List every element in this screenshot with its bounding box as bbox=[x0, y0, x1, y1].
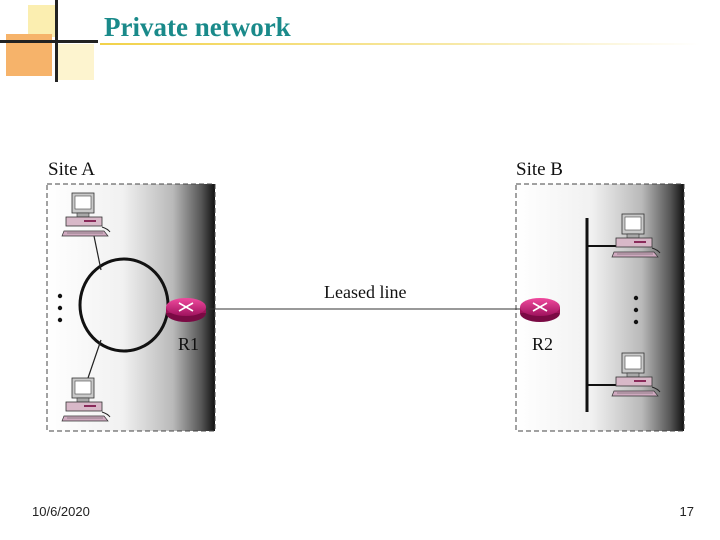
router-icon bbox=[519, 297, 561, 323]
pc-connector-bottom-a bbox=[87, 339, 102, 379]
leased-line-label: Leased line bbox=[324, 282, 406, 302]
slide-title: Private network bbox=[104, 12, 291, 42]
site-b-label: Site B bbox=[516, 159, 563, 180]
corner-block-pale bbox=[58, 44, 94, 80]
router-icon bbox=[165, 297, 207, 323]
corner-block-yellow bbox=[28, 5, 58, 37]
corner-line-horizontal bbox=[0, 40, 98, 43]
slide-date: 10/6/2020 bbox=[32, 504, 90, 519]
title-underline bbox=[100, 43, 700, 45]
pc-connector-top-a bbox=[93, 235, 102, 271]
more-hosts-dots-a bbox=[57, 293, 63, 323]
page-number: 17 bbox=[679, 504, 694, 519]
more-hosts-dots-b bbox=[633, 295, 639, 325]
router-1-label: R1 bbox=[178, 334, 199, 354]
site-a-label: Site A bbox=[48, 159, 95, 180]
router-2-label: R2 bbox=[532, 334, 553, 354]
